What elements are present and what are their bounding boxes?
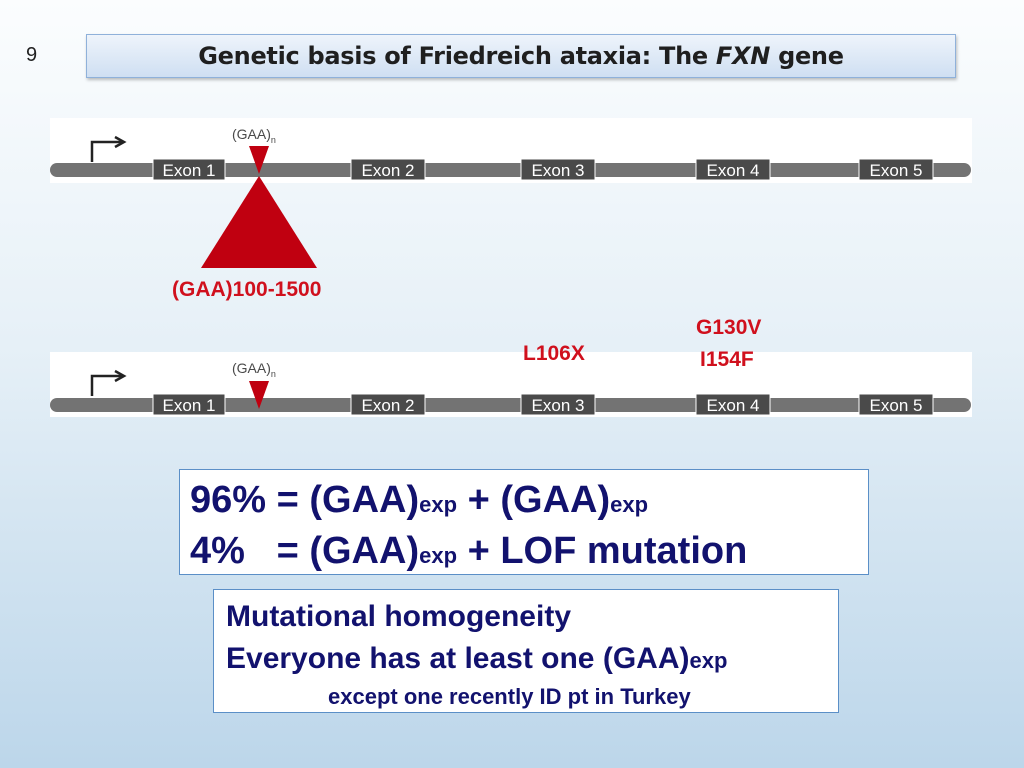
exon-3-label: Exon 3 — [532, 161, 585, 180]
gene-map-1: Exon 1 Exon 2 Exon 3 Exon 4 Exon 5 (GAA)… — [50, 118, 972, 268]
title-suffix: gene — [770, 42, 844, 70]
exon-5-box — [858, 158, 934, 181]
gaa-repeat-label: (GAA)n — [232, 360, 276, 379]
gaa-repeat-marker — [249, 381, 269, 409]
promoter-arrowhead-icon — [114, 369, 127, 383]
homogeneity-box: Mutational homogeneity Everyone has at l… — [213, 589, 839, 713]
mutation-g130v: G130V — [696, 316, 762, 339]
exon-1-label: Exon 1 — [163, 161, 216, 180]
homogeneity-statement: Everyone has at least one (GAA)exp — [226, 642, 728, 675]
exon-2-label: Exon 2 — [362, 161, 415, 180]
exon-4-box — [695, 393, 771, 416]
gaa-expansion-triangle — [201, 176, 317, 268]
exon-4-label: Exon 4 — [707, 396, 760, 415]
mutation-i154f: I154F — [700, 348, 754, 371]
homogeneity-heading: Mutational homogeneity — [226, 600, 571, 633]
exon-3-box — [520, 158, 596, 181]
gene-map-2: Exon 1 Exon 2 Exon 3 Exon 4 Exon 5 (GAA)… — [50, 352, 972, 417]
exon-3-box — [520, 393, 596, 416]
mutation-l106x: L106X — [523, 342, 585, 365]
slide-title: Genetic basis of Friedreich ataxia: The … — [86, 34, 956, 78]
exon-4-label: Exon 4 — [707, 161, 760, 180]
promoter-arrow-icon — [90, 140, 122, 162]
expansion-range-label: (GAA)100-1500 — [172, 278, 322, 301]
promoter-arrowhead-icon — [114, 135, 127, 149]
promoter-arrow-icon — [90, 374, 122, 396]
exon-3-label: Exon 3 — [532, 396, 585, 415]
exon-5-label: Exon 5 — [870, 161, 923, 180]
exon-2-box — [350, 158, 426, 181]
title-prefix: Genetic basis of Friedreich ataxia: The — [198, 42, 716, 70]
gaa-repeat-label: (GAA)n — [232, 126, 276, 145]
exon-1-label: Exon 1 — [163, 396, 216, 415]
exon-2-box — [350, 393, 426, 416]
slide-number: 9 — [26, 44, 38, 66]
exon-1-box — [152, 393, 226, 416]
gaa-repeat-marker — [249, 146, 269, 174]
exon-1-box — [152, 158, 226, 181]
exon-5-label: Exon 5 — [870, 396, 923, 415]
genotype-summary-box: 96% = (GAA)exp + (GAA)exp 4% = (GAA)exp … — [179, 469, 869, 575]
title-gene: FXN — [715, 42, 771, 70]
homogeneity-exception-note: except one recently ID pt in Turkey — [328, 684, 691, 709]
summary-line-2: 4% = (GAA)exp + LOF mutation — [190, 530, 748, 572]
exon-4-box — [695, 158, 771, 181]
summary-line-1: 96% = (GAA)exp + (GAA)exp — [190, 479, 649, 521]
exon-5-box — [858, 393, 934, 416]
exon-2-label: Exon 2 — [362, 396, 415, 415]
